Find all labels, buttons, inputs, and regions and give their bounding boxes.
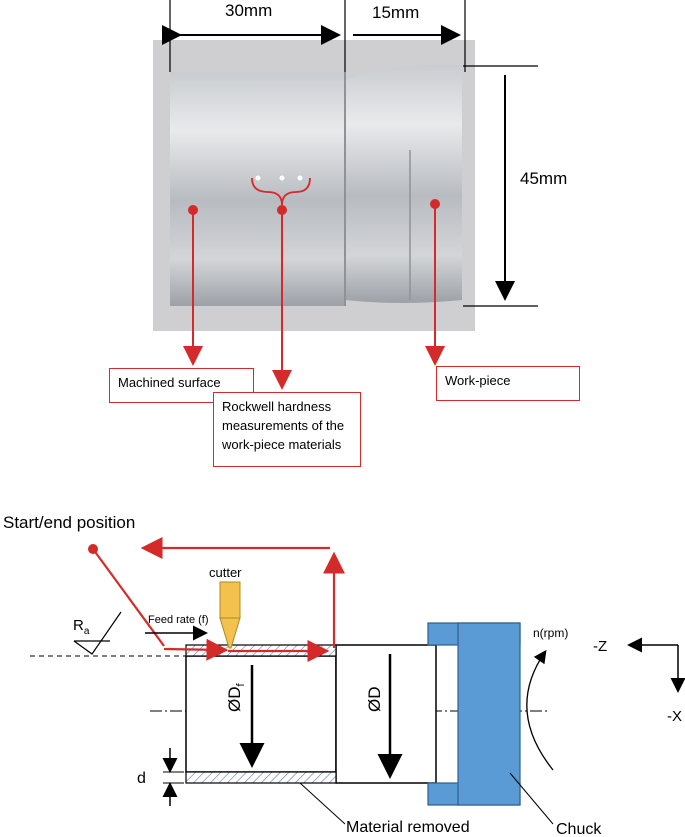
spindle-speed-label: n(rpm) [533,626,568,640]
initial-diameter-label: ØD [365,687,384,713]
callout-hardness-line1: Rockwell hardness [222,399,332,414]
dim-label-45mm: 45mm [520,169,567,188]
callout-machined-surface-text: Machined surface [118,375,221,390]
depth-label: d [137,770,146,787]
chuck [427,622,521,806]
cutter-tool [219,581,241,649]
rotation-arrow [526,649,554,771]
dim-label-30mm: 30mm [225,1,272,20]
final-diameter-label: ØDf [225,683,247,713]
callout-hardness-line2: measurements of the [222,418,345,433]
callout-hardness: Rockwell hardness measurements of the wo… [213,392,361,467]
feed-rate-label: Feed rate (f) [148,614,209,626]
callout-workpiece: Work-piece [436,366,580,401]
roughness-symbol [73,611,122,655]
material-removed-label: Material removed [346,819,470,836]
dimension-depth [162,748,184,806]
axis-x-label: -X [667,708,682,725]
dim-label-15mm: 15mm [372,3,419,22]
callout-hardness-line3: work-piece materials [222,437,342,452]
tool-path [88,537,345,662]
workpiece-section [185,644,437,784]
chuck-leader [509,772,554,825]
chuck-label: Chuck [556,821,602,837]
cutter-label: cutter [209,565,242,580]
callout-leaders [183,177,445,390]
axis-z-label: -Z [593,638,607,655]
workpiece-photo [153,40,475,331]
axis-indicator [627,637,685,693]
roughness-label: Ra [73,617,90,637]
dimension-length [162,0,466,72]
callout-workpiece-text: Work-piece [445,373,511,388]
material-removed-leader [299,782,346,825]
start-end-label: Start/end position [3,513,135,532]
dimension-diameter [463,65,538,307]
